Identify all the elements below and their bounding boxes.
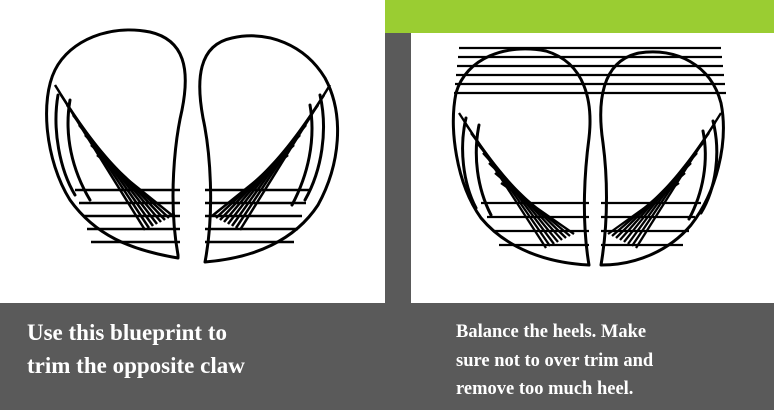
left-claw-outline <box>451 47 592 267</box>
hoof-heel-balance-drawing <box>451 46 726 267</box>
right-claw-outline <box>599 50 725 267</box>
accent-bar <box>385 0 774 33</box>
right-caption: Balance the heels. Make sure not to over… <box>456 318 766 404</box>
hoof-blueprint-drawing <box>45 28 340 264</box>
left-caption-line-2: trim the opposite claw <box>27 353 245 378</box>
left-image-panel <box>0 0 385 303</box>
hatch-line <box>607 182 680 235</box>
left-caption-line-1: Use this blueprint to <box>27 320 227 345</box>
right-claw-outline <box>198 34 340 264</box>
left-claw-outline <box>45 28 187 260</box>
right-caption-line-1: Balance the heels. Make <box>456 322 647 342</box>
hatch-line <box>96 154 174 217</box>
right-caption-line-2: sure not to over trim and <box>456 350 654 371</box>
right-caption-line-3: remove too much heel. <box>456 379 634 399</box>
right-image-panel <box>411 33 774 303</box>
hatch-line <box>211 154 289 217</box>
hatch-line <box>500 182 575 235</box>
left-caption: Use this blueprint to trim the opposite … <box>27 316 372 382</box>
